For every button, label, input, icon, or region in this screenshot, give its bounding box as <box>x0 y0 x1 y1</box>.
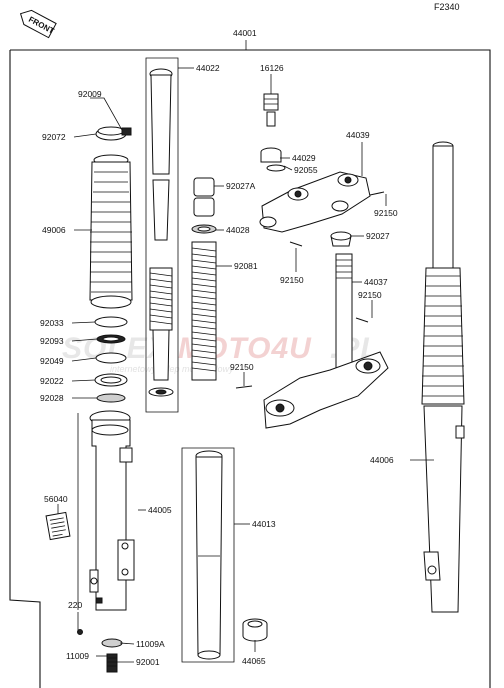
warning-label-part <box>45 511 71 541</box>
label-44037: 44037 <box>364 277 388 287</box>
label-56040: 56040 <box>44 494 68 504</box>
label-11009A: 11009A <box>136 639 165 649</box>
figure-code: F2340 <box>434 2 460 12</box>
upper-bracket-part <box>259 171 371 233</box>
inner-tube-box <box>181 447 235 663</box>
watermark-tagline: internetowy sklep motocyklowy <box>110 364 234 374</box>
label-92072: 92072 <box>42 132 66 142</box>
spacer-right-part <box>330 231 352 247</box>
label-49006: 49006 <box>42 225 66 235</box>
label-92150-b: 92150 <box>280 275 304 285</box>
steering-stem-part <box>263 253 389 429</box>
collar-part <box>242 618 268 642</box>
drain-bolt-part <box>77 629 123 673</box>
outer-tube-left-part <box>89 410 135 611</box>
label-92028: 92028 <box>40 393 64 403</box>
label-92027A: 92027A <box>226 181 256 191</box>
label-44005: 44005 <box>148 505 172 515</box>
label-44001: 44001 <box>233 28 257 38</box>
label-92033: 92033 <box>40 318 64 328</box>
label-92022: 92022 <box>40 376 64 386</box>
label-92009: 92009 <box>78 89 102 99</box>
label-44065: 44065 <box>242 656 266 666</box>
front-arrow-icon: FRONT <box>19 9 57 39</box>
label-92001: 92001 <box>136 657 160 667</box>
label-44039: 44039 <box>346 130 370 140</box>
label-92150-d: 92150 <box>230 362 254 372</box>
label-11009: 11009 <box>66 651 89 661</box>
part-labels: 44001 44022 92009 92072 49006 92033 9209… <box>40 28 398 667</box>
label-44006: 44006 <box>370 455 394 465</box>
label-44028: 44028 <box>226 225 250 235</box>
leader-lines <box>57 67 434 663</box>
label-92081: 92081 <box>234 261 258 271</box>
inner-tube-part <box>195 450 223 660</box>
complete-fork-right-part <box>421 141 465 613</box>
label-16126: 16126 <box>260 63 284 73</box>
label-92093: 92093 <box>40 336 64 346</box>
label-92049: 92049 <box>40 356 64 366</box>
label-92027: 92027 <box>366 231 390 241</box>
label-92150-c: 92150 <box>358 290 382 300</box>
damper-rod-part <box>148 68 174 397</box>
label-92150-a: 92150 <box>374 208 398 218</box>
label-44029: 44029 <box>292 153 316 163</box>
label-44022: 44022 <box>196 63 220 73</box>
fork-boot-part <box>89 154 133 309</box>
assembly-frame <box>9 40 491 688</box>
label-44013: 44013 <box>252 519 276 529</box>
seal-stack-part <box>94 316 128 403</box>
spring-spacer-part <box>191 177 217 381</box>
stem-nut-part <box>260 93 286 172</box>
clamp-band-part <box>95 126 132 141</box>
cartridge-box <box>145 57 179 413</box>
label-220: 220 <box>68 600 82 610</box>
label-92055: 92055 <box>294 165 318 175</box>
bolt-parts <box>235 191 385 389</box>
